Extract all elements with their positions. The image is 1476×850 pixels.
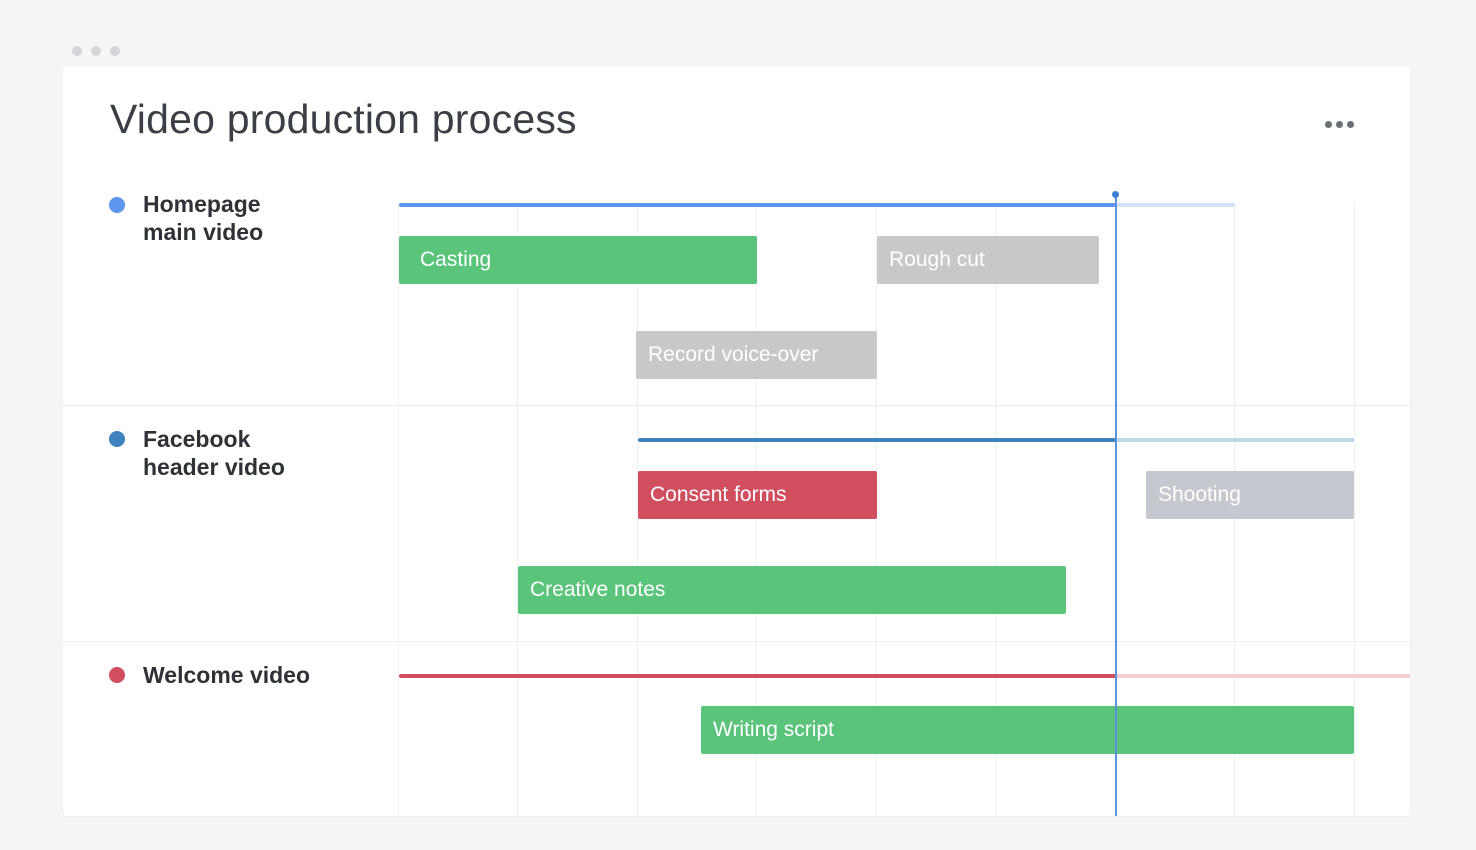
grid-line: [995, 203, 996, 816]
task-bar[interactable]: Consent forms: [638, 471, 877, 519]
window-dot-icon: [110, 46, 120, 56]
task-bar[interactable]: Rough cut: [877, 236, 1099, 284]
task-bar[interactable]: Shooting: [1146, 471, 1354, 519]
group-title-welcome: Welcome video: [143, 662, 311, 688]
more-options-icon[interactable]: [1325, 117, 1359, 131]
grid-line: [398, 203, 399, 816]
group-color-dot: [109, 667, 125, 683]
group-title-homepage: Homepage main video: [143, 191, 264, 245]
task-bar[interactable]: Creative notes: [518, 566, 1066, 614]
group-color-dot: [109, 197, 125, 213]
timeline-board: Video production process Homepage main v…: [63, 66, 1410, 816]
window-controls: [72, 46, 120, 56]
window-dot-icon: [91, 46, 101, 56]
group-remaining-line: [1116, 438, 1354, 442]
task-bar[interactable]: Casting: [399, 236, 757, 284]
task-bar[interactable]: Writing script: [701, 706, 1354, 754]
group-title-facebook: Facebook header video: [143, 426, 285, 480]
group-remaining-line: [1116, 203, 1235, 207]
grid-line: [1354, 203, 1355, 816]
today-marker-dot: [1112, 191, 1119, 198]
group-divider: [63, 641, 1410, 642]
group-divider: [63, 405, 1410, 406]
grid-line: [517, 203, 518, 816]
group-color-dot: [109, 431, 125, 447]
task-bar[interactable]: Record voice-over: [636, 331, 877, 379]
group-progress-line: [638, 438, 1116, 442]
window-dot-icon: [72, 46, 82, 56]
grid-line: [637, 203, 638, 816]
today-marker-line: [1115, 196, 1117, 816]
board-title: Video production process: [110, 96, 577, 142]
group-progress-line: [399, 674, 1116, 678]
group-remaining-line: [1116, 674, 1410, 678]
group-progress-line: [399, 203, 1116, 207]
